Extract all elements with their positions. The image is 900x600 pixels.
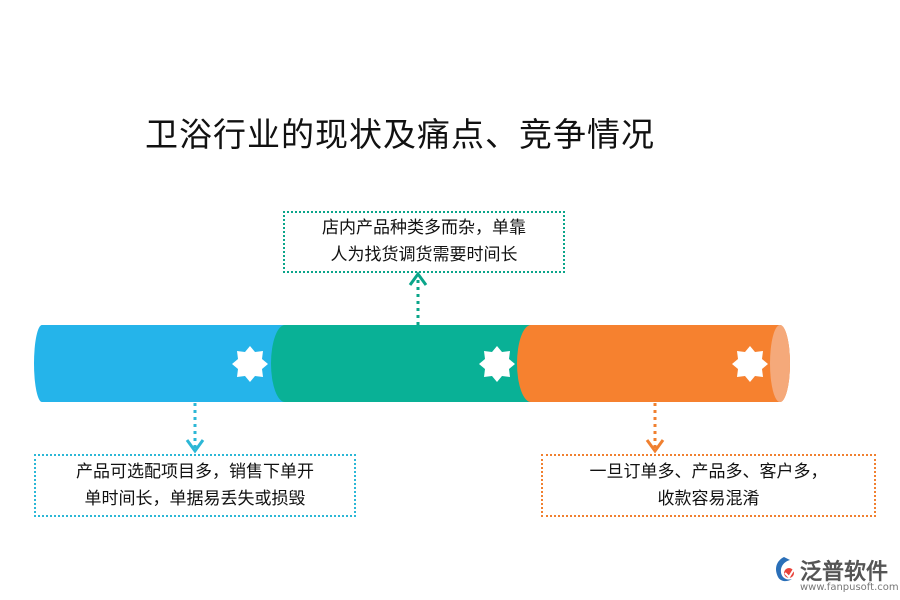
pipe-segment-blue xyxy=(34,325,290,402)
pipe-segment-orange xyxy=(517,325,790,402)
box-text-line: 一旦订单多、产品多、客户多， xyxy=(589,461,828,482)
brand-logo: 泛普软件 www.fanpusoft.com xyxy=(768,553,899,597)
box-text-line: 产品可选配项目多，销售下单开 xyxy=(76,461,314,482)
arrow-up-connector xyxy=(408,271,428,325)
logo-url: www.fanpusoft.com xyxy=(800,582,899,593)
logo-icon xyxy=(776,557,795,582)
box-text-line: 人为找货调货需要时间长 xyxy=(330,245,518,265)
pain-point-box-right: 一旦订单多、产品多、客户多， 收款容易混淆 xyxy=(541,454,876,517)
pipe-segment-green xyxy=(271,325,532,402)
pain-point-box-top: 店内产品种类多而杂，单靠 人为找货调货需要时间长 xyxy=(283,211,565,273)
box-text-line: 单时间长，单据易丢失或损毁 xyxy=(84,488,306,509)
page-title: 卫浴行业的现状及痛点、竞争情况 xyxy=(145,115,655,154)
arrow-down-connector-right xyxy=(645,403,665,454)
box-text-line: 收款容易混淆 xyxy=(657,488,760,509)
star-burst-icon xyxy=(732,346,768,382)
arrow-down-connector-left xyxy=(185,403,205,454)
pain-point-box-left: 产品可选配项目多，销售下单开 单时间长，单据易丢失或损毁 xyxy=(34,454,356,517)
star-burst-icon xyxy=(232,346,268,382)
star-burst-icon xyxy=(479,346,515,382)
box-text-line: 店内产品种类多而杂，单靠 xyxy=(322,218,526,238)
logo-name: 泛普软件 xyxy=(800,560,889,585)
